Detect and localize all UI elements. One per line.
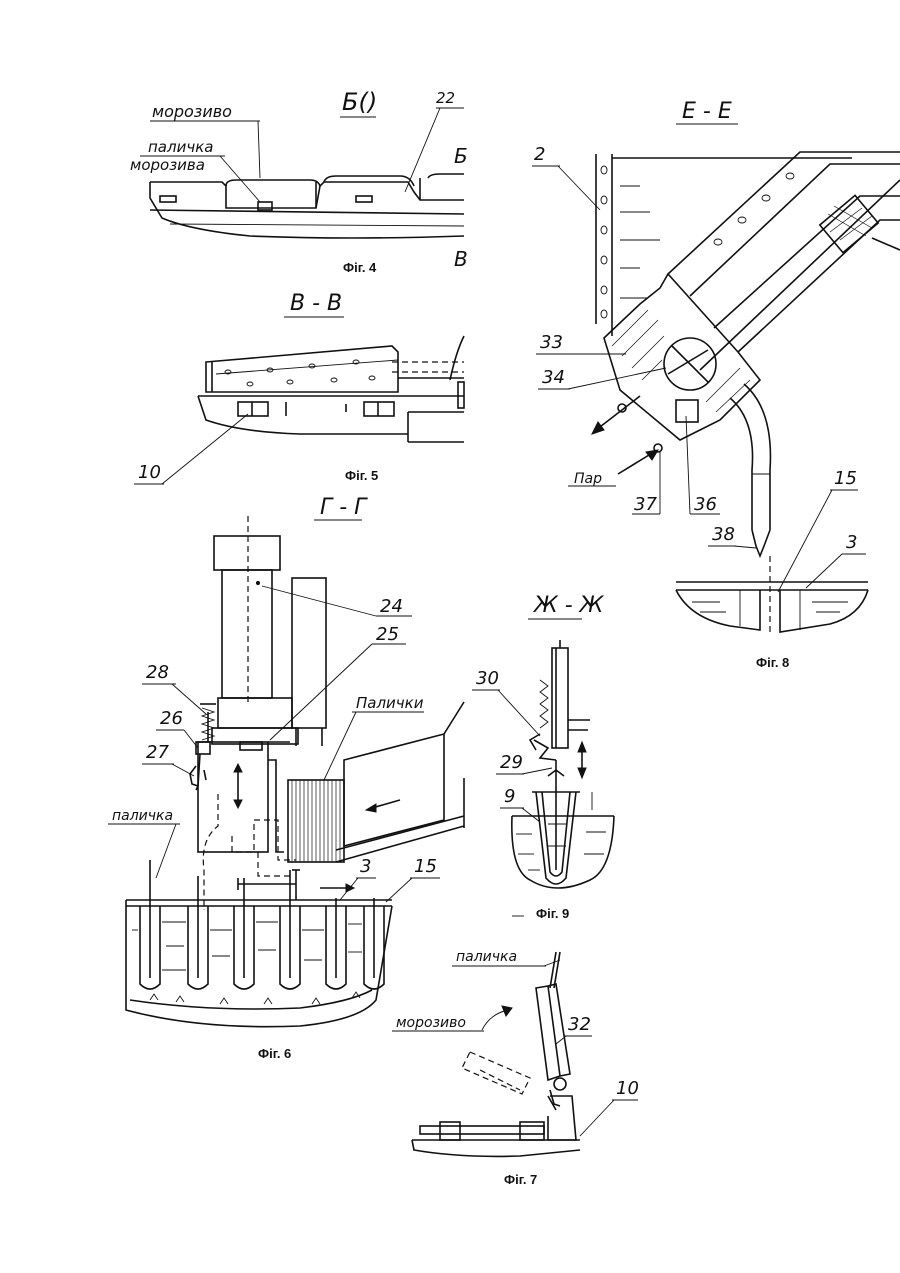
fig8-ref-37: 37 (634, 494, 657, 515)
figure-4: Б() морозиво паличка морозива 22 Б В Фіг… (130, 88, 468, 275)
fig8-ref-38: 38 (712, 524, 735, 545)
fig6-ref-3: 3 (360, 856, 371, 877)
fig6-label-stick: паличка (112, 808, 173, 824)
fig8-ref-34: 34 (542, 367, 565, 388)
fig6-section-label: Г - Г (320, 495, 368, 520)
fig9-section-label: Ж - Ж (532, 593, 605, 618)
fig9-caption: Фіг. 9 (536, 906, 569, 921)
figure-6: Г - Г 24 25 28 (108, 495, 464, 1061)
fig6-caption: Фіг. 6 (258, 1046, 291, 1061)
fig8-section-label: Е - Е (682, 99, 732, 124)
fig7-caption: Фіг. 7 (504, 1172, 537, 1187)
fig8-ref-36: 36 (694, 494, 717, 515)
fig8-caption: Фіг. 8 (756, 655, 789, 670)
fig4-edge-label-top: Б (454, 144, 468, 168)
fig4-caption: Фіг. 4 (343, 260, 377, 275)
fig7-ref-10: 10 (616, 1078, 639, 1099)
fig6-ref-26: 26 (160, 708, 183, 729)
fig6-ref-24: 24 (380, 596, 403, 617)
fig8-ref-2: 2 (534, 144, 545, 165)
fig9-ref-30: 30 (476, 668, 499, 689)
fig6-ref-15: 15 (414, 856, 437, 877)
fig6-ref-25: 25 (376, 624, 399, 645)
figure-9: Ж - Ж 30 29 9 (472, 593, 614, 921)
fig7-ref-32: 32 (568, 1014, 591, 1035)
figure-5: В - В 10 (134, 291, 464, 484)
fig4-label-ice-cream: морозиво (152, 102, 232, 121)
fig4-label-stick-2: морозива (130, 156, 205, 174)
fig9-ref-9: 9 (504, 786, 515, 807)
fig8-ref-33: 33 (540, 332, 563, 353)
fig6-label-sticks: Палички (356, 694, 424, 712)
fig5-ref-10: 10 (138, 462, 161, 483)
fig5-section-label: В - В (290, 291, 342, 316)
fig4-section-label: Б() (342, 88, 377, 116)
fig8-ref-3: 3 (846, 532, 857, 553)
fig6-ref-27: 27 (146, 742, 169, 763)
figure-8: Е - Е 2 (532, 99, 900, 670)
fig6-ref-28: 28 (146, 662, 169, 683)
fig8-ref-15: 15 (834, 468, 857, 489)
fig9-ref-29: 29 (500, 752, 523, 773)
fig5-caption: Фіг. 5 (345, 468, 378, 483)
fig7-label-ice-cream: морозиво (396, 1015, 466, 1031)
fig8-label-steam: Пар (574, 471, 602, 487)
fig4-edge-label-bottom: В (454, 247, 468, 271)
figure-7: паличка морозиво 32 10 Фіг. 7 (392, 949, 639, 1187)
fig4-label-stick-1: паличка (148, 138, 213, 156)
fig4-ref-22: 22 (436, 89, 455, 107)
fig7-label-stick: паличка (456, 949, 517, 965)
